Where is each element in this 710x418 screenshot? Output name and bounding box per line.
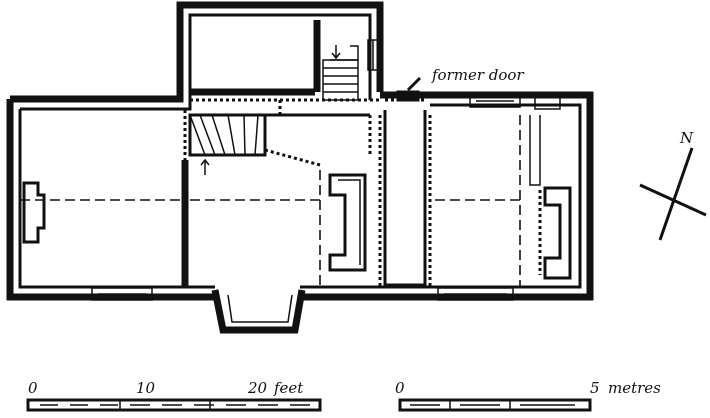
former-door-label: former door — [431, 66, 524, 84]
scale-feet-tick-20: 20 — [247, 379, 268, 397]
windows — [91, 94, 561, 301]
partitions-right — [378, 98, 541, 287]
outer-walls — [6, 1, 594, 301]
north-label: N — [679, 129, 694, 147]
stair-hall — [188, 113, 267, 175]
scale-feet-tick-0: 0 — [28, 379, 38, 397]
partitions-left — [20, 100, 372, 287]
fireplace-central — [328, 173, 367, 272]
scale-feet-tick-10: 10 — [136, 379, 156, 397]
former-door-annotation: former door — [396, 66, 524, 102]
fireplace-west — [22, 181, 46, 244]
fireplace-east — [538, 186, 572, 280]
scale-bar-feet: 0 10 20 feet — [26, 379, 322, 412]
scale-feet-unit: feet — [273, 379, 304, 397]
stair-upper — [322, 45, 359, 101]
scale-metres-tick-5: 5 — [590, 379, 600, 397]
front-porch — [211, 289, 306, 334]
scale-bar-metres: 0 5 metres — [395, 379, 661, 412]
scale-metres-unit: metres — [608, 379, 661, 397]
north-arrow: N — [639, 129, 707, 241]
scale-metres-tick-0: 0 — [395, 379, 405, 397]
